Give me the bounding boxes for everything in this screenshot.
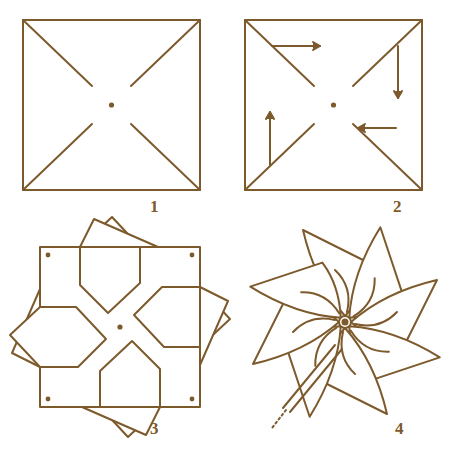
corner-flap — [200, 287, 228, 365]
pinwheel — [250, 227, 440, 417]
blade-fold — [342, 332, 356, 374]
pin-dot — [191, 398, 194, 401]
pinwheel-blade — [250, 263, 341, 318]
cut-square — [23, 20, 200, 190]
pin-dot — [47, 398, 50, 401]
blade-fold — [355, 312, 397, 326]
step-number: 3 — [150, 420, 159, 437]
fold-square — [245, 20, 422, 190]
folded-flap — [10, 307, 106, 367]
folded-square — [10, 217, 230, 437]
step-number: 4 — [395, 420, 404, 437]
blade-fold — [301, 292, 339, 313]
pinwheel-pin — [343, 320, 348, 325]
corner-flap — [80, 219, 158, 247]
pin-dot — [191, 254, 194, 257]
step-number: 2 — [393, 198, 402, 215]
center-dot — [118, 325, 121, 328]
step-number: 1 — [150, 198, 159, 215]
pinwheel-stick — [272, 345, 342, 428]
pinwheel-hub — [339, 316, 351, 328]
blade-fold — [293, 319, 335, 333]
corner-flap — [82, 407, 160, 435]
pin-dot — [47, 254, 50, 257]
